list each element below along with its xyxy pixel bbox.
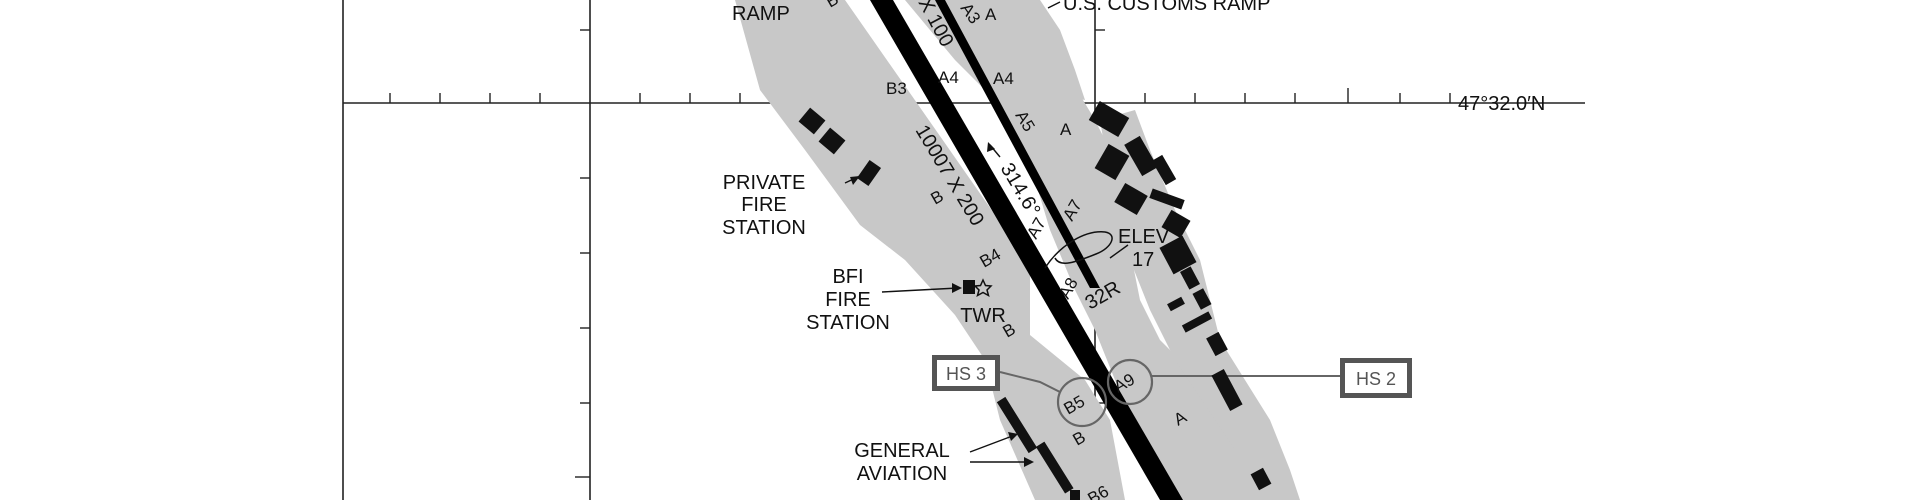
hot-spot-line-hs3 (999, 371, 1061, 393)
longitude-ticks-left (575, 29, 590, 478)
east-buildings (1088, 100, 1272, 491)
taxiway-label-a-right: A (1060, 120, 1072, 139)
latitude-ticks (389, 88, 1451, 103)
bfi-fire-station-label-1: BFI (832, 266, 863, 288)
building (818, 127, 846, 155)
latitude-label: 47°32.0′N (1458, 93, 1545, 115)
bfi-fire-station-building (963, 280, 975, 294)
private-fire-station-label-3: STATION (722, 217, 806, 239)
west-buildings (798, 107, 1080, 500)
building (1206, 331, 1228, 357)
runway-13l-31r (935, 0, 1100, 288)
private-fire-station-label-2: FIRE (741, 194, 787, 216)
taxiway-label-a-top: A (985, 5, 997, 24)
hot-spot-ring-hs3 (1056, 376, 1108, 428)
ramp-label: RAMP (732, 3, 790, 25)
bfi-fire-station-label-3: STATION (806, 312, 890, 334)
west-apron (735, 0, 1125, 500)
hot-spot-label-hs2: HS 2 (1356, 369, 1396, 389)
private-fire-station-building (856, 159, 882, 187)
runway-13r-31l (870, 0, 1183, 500)
building (1114, 182, 1148, 216)
building (1159, 235, 1197, 275)
bfi-fire-station-label-2: FIRE (825, 289, 871, 311)
building (1167, 296, 1185, 312)
ga-hangar-2 (1035, 441, 1074, 494)
building (1151, 154, 1177, 186)
building (1211, 369, 1243, 411)
taxiway-label-b3: B3 (886, 79, 907, 98)
taxiway-label-a4-left: A4 (938, 68, 959, 87)
general-aviation-label-2: AVIATION (857, 463, 947, 485)
building (1124, 135, 1158, 177)
building (1161, 209, 1191, 239)
hot-spot-box-hs3: HS 3 (932, 355, 1000, 391)
building (1180, 266, 1200, 290)
elevation-label-1: ELEV (1118, 226, 1170, 248)
elevation-label-2: 17 (1132, 249, 1154, 271)
tower-star-icon (973, 278, 993, 298)
building (1149, 188, 1185, 210)
building (1181, 311, 1213, 333)
leader-lines (844, 1, 1129, 467)
hot-spot-ring-hs2 (1106, 358, 1154, 406)
customs-ramp-label: U.S. CUSTOMS RAMP (1063, 0, 1270, 15)
elevation-loop-icon (1044, 231, 1113, 269)
tower-label: TWR (960, 305, 1006, 327)
hot-spot-box-hs2: HS 2 (1340, 358, 1412, 398)
building (1088, 100, 1130, 138)
private-fire-station-label-1: PRIVATE (723, 172, 806, 194)
building (1250, 467, 1272, 491)
ga-hangar-3 (1070, 490, 1080, 500)
ga-hangar-1 (996, 396, 1038, 454)
building (1192, 288, 1212, 310)
customs-ramp-area (950, 0, 1085, 100)
taxiway-label-b-top: B (823, 0, 842, 11)
building (798, 107, 826, 135)
hot-spot-label-hs3: HS 3 (946, 364, 986, 384)
taxiway-label-a4-right: A4 (993, 69, 1014, 88)
general-aviation-label-1: GENERAL (854, 440, 950, 462)
building (1094, 143, 1130, 181)
